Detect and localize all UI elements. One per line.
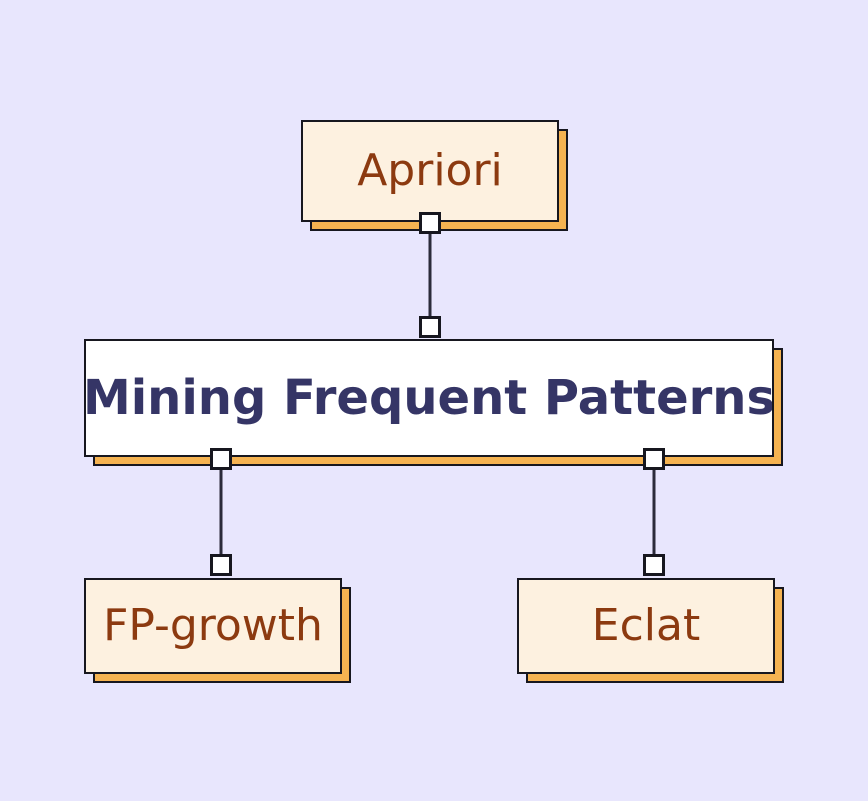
handle-central-top[interactable] bbox=[419, 316, 441, 338]
node-fp-growth[interactable]: FP-growth bbox=[84, 578, 351, 683]
node-eclat-card[interactable]: Eclat bbox=[517, 578, 775, 674]
node-apriori-label: Apriori bbox=[357, 145, 503, 196]
node-apriori-card[interactable]: Apriori bbox=[301, 120, 559, 222]
handle-central-bottom-right[interactable] bbox=[643, 448, 665, 470]
node-fp-growth-label: FP-growth bbox=[103, 600, 323, 651]
handle-eclat-top[interactable] bbox=[643, 554, 665, 576]
node-fp-growth-card[interactable]: FP-growth bbox=[84, 578, 342, 674]
node-eclat-label: Eclat bbox=[591, 600, 701, 651]
handle-apriori-bottom[interactable] bbox=[419, 212, 441, 234]
node-eclat[interactable]: Eclat bbox=[517, 578, 784, 683]
node-apriori[interactable]: Apriori bbox=[301, 120, 568, 231]
node-mining-frequent-patterns[interactable]: Mining Frequent Patterns bbox=[84, 339, 783, 466]
node-mining-frequent-patterns-label: Mining Frequent Patterns bbox=[84, 370, 774, 426]
node-mining-frequent-patterns-card[interactable]: Mining Frequent Patterns bbox=[84, 339, 774, 457]
handle-fp-growth-top[interactable] bbox=[210, 554, 232, 576]
handle-central-bottom-left[interactable] bbox=[210, 448, 232, 470]
